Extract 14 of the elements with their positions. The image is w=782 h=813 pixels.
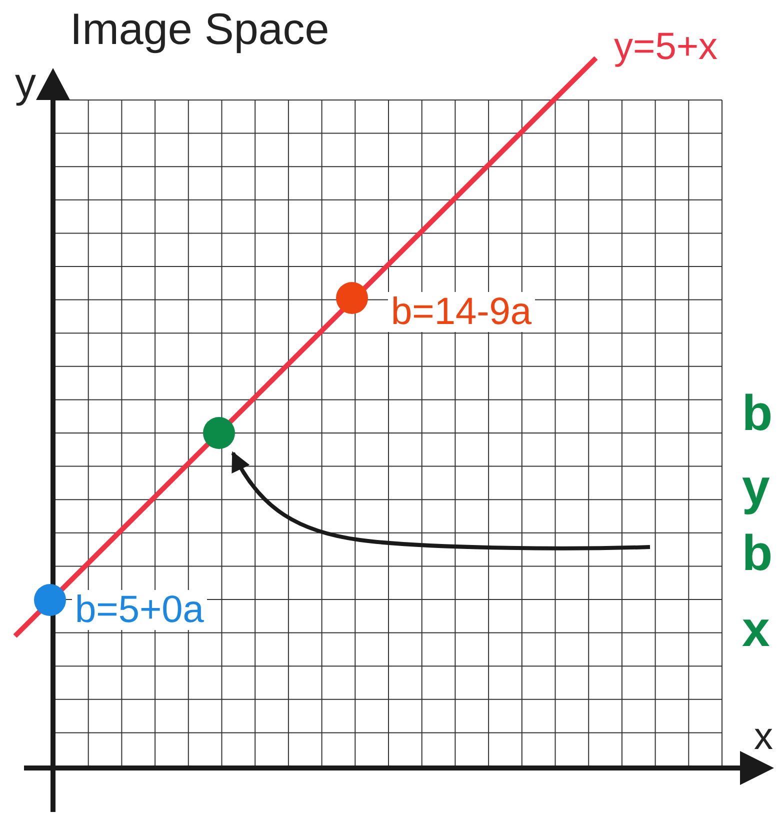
point-marker bbox=[34, 584, 66, 616]
point-marker bbox=[203, 417, 235, 449]
line-equation: y=5+x bbox=[614, 28, 718, 66]
equation-text: b bbox=[742, 388, 773, 438]
title: Image Space bbox=[70, 8, 330, 52]
axis-label: x bbox=[754, 718, 773, 756]
point-marker bbox=[336, 282, 368, 314]
point-label: b=5+0a bbox=[72, 590, 207, 630]
arrow bbox=[231, 451, 650, 550]
axis-label: y bbox=[15, 62, 36, 104]
equation-text: b bbox=[742, 528, 773, 578]
point-label: b=14-9a bbox=[388, 292, 535, 332]
equation-text: x bbox=[742, 604, 770, 654]
equation-text: y bbox=[742, 462, 770, 512]
